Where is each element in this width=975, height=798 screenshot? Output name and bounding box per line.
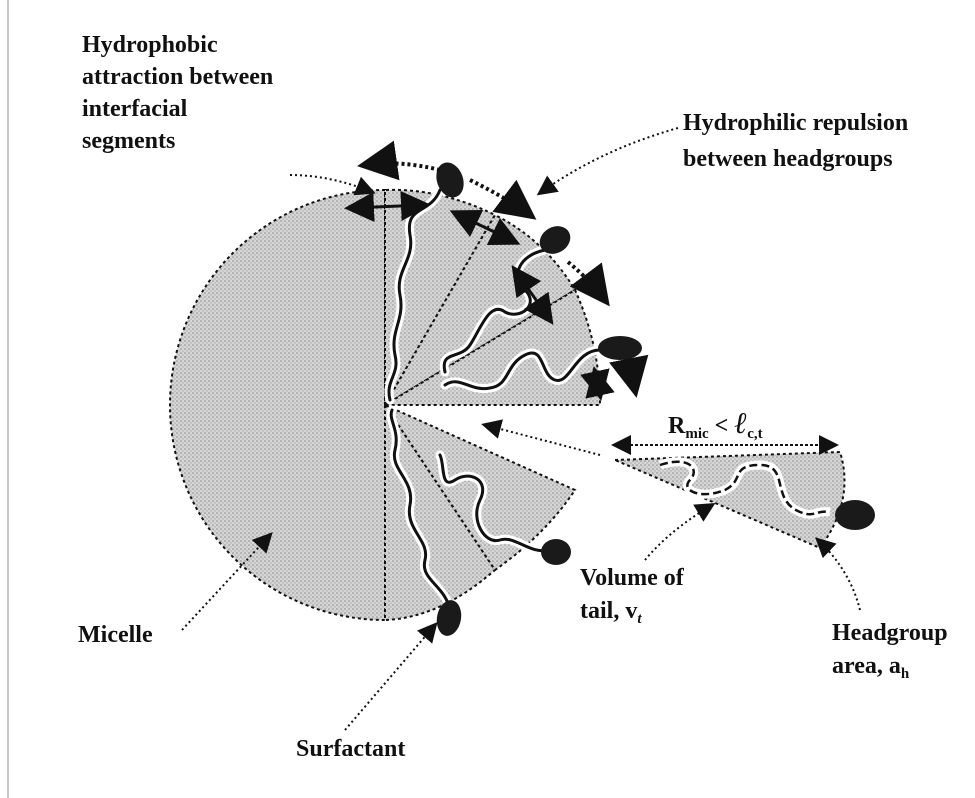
label-volume-2: tail, vt: [580, 598, 642, 627]
cone-headgroup: [835, 500, 875, 530]
pointer-hydrophilic: [540, 128, 678, 193]
surfactant-cone: [615, 452, 845, 548]
headgroup-4: [541, 539, 571, 565]
label-headgroup-2: area, ah: [832, 653, 910, 682]
label-surfactant: Surfactant: [296, 736, 405, 762]
pointer-hydrophobic: [290, 175, 372, 192]
micelle-left-half: [170, 190, 385, 620]
label-volume-1: Volume of: [580, 565, 685, 591]
label-hydrophobic-4: segments: [82, 128, 175, 154]
label-hydrophobic-1: Hydrophobic: [82, 32, 218, 58]
label-rmic: Rmic < ℓc,t: [668, 407, 763, 442]
label-hydrophilic-2: between headgroups: [683, 146, 893, 172]
label-micelle: Micelle: [78, 622, 153, 648]
pointer-surfactant: [345, 625, 435, 730]
headgroup-3: [598, 336, 642, 360]
label-hydrophilic-1: Hydrophilic repulsion: [683, 110, 908, 136]
pointer-headgroup: [818, 540, 860, 610]
label-headgroup-1: Headgroup: [832, 620, 948, 646]
pointer-volume: [645, 505, 712, 560]
label-hydrophobic-2: attraction between: [82, 64, 273, 90]
label-hydrophobic-3: interfacial: [82, 96, 188, 122]
pointer-cone-to-micelle: [485, 425, 600, 455]
